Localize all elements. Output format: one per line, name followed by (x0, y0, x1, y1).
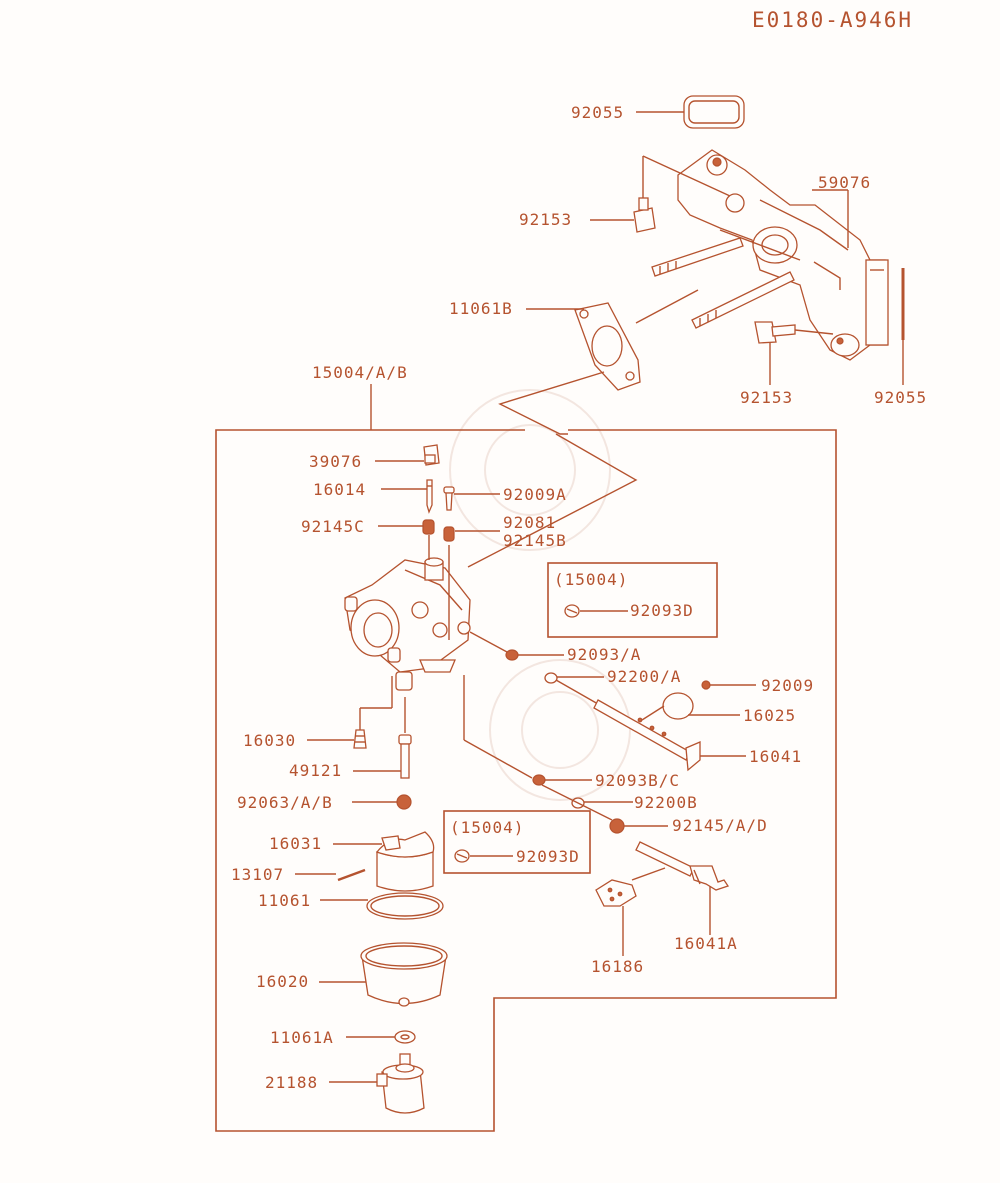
diagram-code: E0180-A946H (752, 8, 913, 32)
carburetor-assembly-frame (215, 429, 837, 1132)
screw-92093D-a-part (564, 604, 580, 618)
watermark-emblem (449, 389, 631, 801)
screw-92093D-b-part (454, 849, 470, 863)
box1-title: (15004) (554, 570, 628, 589)
washer-11061A-part (394, 1030, 416, 1044)
solenoid-21188-part (376, 1053, 425, 1114)
carburetor-body-part (344, 557, 471, 673)
manifold-59076-part (677, 149, 889, 361)
inset-box-15004-top (547, 562, 718, 638)
label-15004AB[interactable]: 15004/A/B (312, 363, 408, 382)
seal-92093A-part (505, 649, 519, 661)
label-92093BC[interactable]: 92093B/C (595, 771, 680, 790)
label-11061[interactable]: 11061 (258, 891, 311, 910)
box1-part-92093D[interactable]: 92093D (630, 601, 694, 620)
shaft-16041-part (593, 699, 701, 772)
label-92145B[interactable]: 92145B (503, 531, 567, 550)
part-39076 (423, 444, 440, 466)
label-16014[interactable]: 16014 (313, 480, 366, 499)
box2-title: (15004) (450, 818, 524, 837)
label-16031[interactable]: 16031 (269, 834, 322, 853)
label-92200A[interactable]: 92200/A (607, 667, 681, 686)
label-11061A[interactable]: 11061A (270, 1028, 334, 1047)
label-92063AB[interactable]: 92063/A/B (237, 793, 333, 812)
pin-13107-part (337, 868, 366, 882)
float-16031-part (375, 831, 435, 892)
screw-92009-part (701, 680, 711, 690)
label-21188[interactable]: 21188 (265, 1073, 318, 1092)
label-92055-right[interactable]: 92055 (874, 388, 927, 407)
inset-box-15004-lower (443, 810, 591, 874)
label-49121[interactable]: 49121 (289, 761, 342, 780)
needle-16014-part (426, 479, 433, 514)
float-bowl-16020-part (360, 942, 448, 1007)
label-59076[interactable]: 59076 (818, 173, 871, 192)
shaft-16041A-part (635, 841, 730, 891)
pin-49121-part (398, 734, 412, 779)
gasket-11061B-part (574, 302, 641, 391)
spring-92145C-part (422, 519, 435, 535)
bolt-92153-top-part (633, 197, 656, 233)
screw-92009A-part (443, 486, 455, 511)
label-16041A[interactable]: 16041A (674, 934, 738, 953)
box2-part-92093D[interactable]: 92093D (516, 847, 580, 866)
label-16030[interactable]: 16030 (243, 731, 296, 750)
label-92009[interactable]: 92009 (761, 676, 814, 695)
bolt-92153-bottom-part (754, 321, 796, 344)
ring-92063AB-part (396, 794, 412, 810)
label-92055-top[interactable]: 92055 (571, 103, 624, 122)
label-92093A[interactable]: 92093/A (567, 645, 641, 664)
label-92145AD[interactable]: 92145/A/D (672, 816, 768, 835)
label-92145C[interactable]: 92145C (301, 517, 365, 536)
label-16041[interactable]: 16041 (749, 747, 802, 766)
label-92081[interactable]: 92081 (503, 513, 556, 532)
label-92200B[interactable]: 92200B (634, 793, 698, 812)
label-16186[interactable]: 16186 (591, 957, 644, 976)
label-16020[interactable]: 16020 (256, 972, 309, 991)
washer-92200A-part (544, 672, 558, 684)
gasket-11061-part (366, 892, 444, 920)
plate-16186-part (595, 879, 637, 907)
label-39076[interactable]: 39076 (309, 452, 362, 471)
label-13107[interactable]: 13107 (231, 865, 284, 884)
spring-92145AD-part (609, 818, 625, 834)
label-92153-top[interactable]: 92153 (519, 210, 572, 229)
label-11061B[interactable]: 11061B (449, 299, 513, 318)
spring-92145B-part (443, 526, 455, 542)
seal-92093BC-part (532, 774, 546, 786)
label-92009A[interactable]: 92009A (503, 485, 567, 504)
label-92153-bottom[interactable]: 92153 (740, 388, 793, 407)
manifold-studs-part (651, 237, 795, 329)
jet-16030-part (353, 729, 367, 749)
label-16025[interactable]: 16025 (743, 706, 796, 725)
